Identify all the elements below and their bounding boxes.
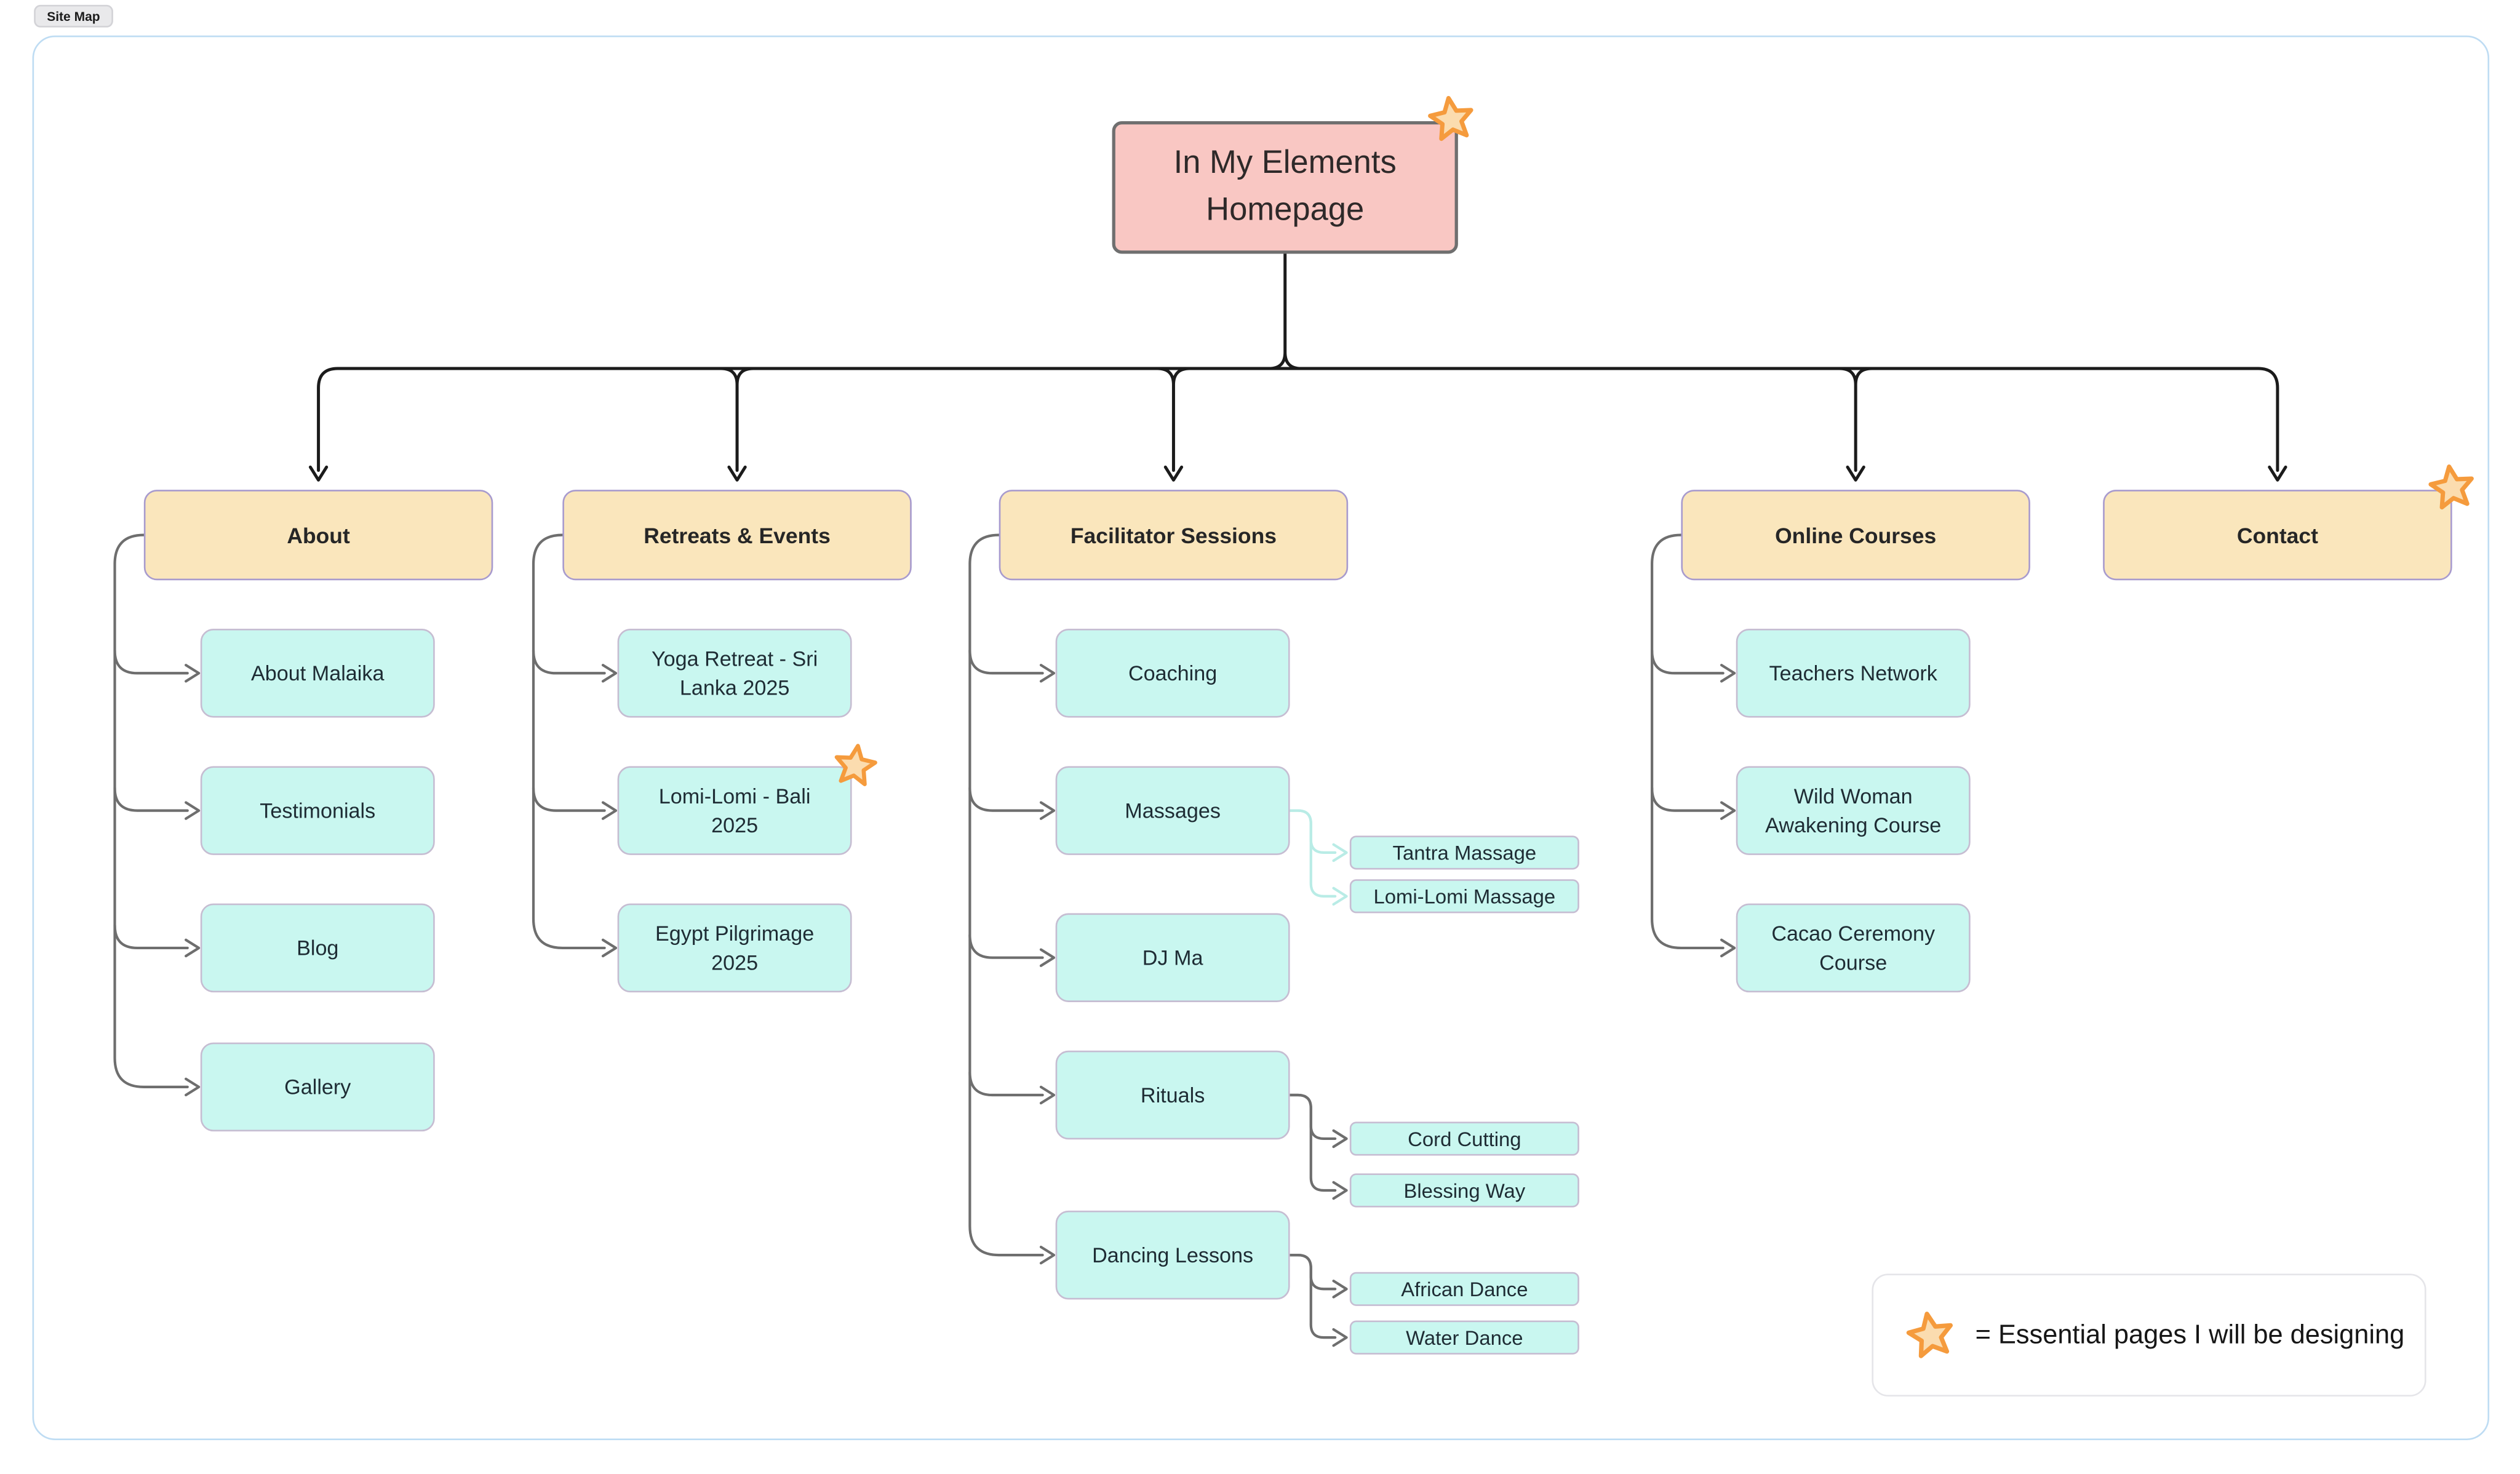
node-label: Gallery [284,1074,351,1099]
site-map-tab-label: Site Map [47,9,100,24]
node-lomi-lomi-massage[interactable]: Lomi-Lomi Massage [1349,879,1579,914]
node-label: DJ Ma [1142,945,1203,970]
node-label: Yoga Retreat - Sri Lanka 2025 [651,646,818,699]
essential-star-icon[interactable] [826,737,884,795]
node-label: Dancing Lessons [1092,1242,1254,1267]
essential-star-icon [1906,1310,1953,1358]
diagram-frame [32,35,2490,1440]
node-label: About Malaika [251,660,385,685]
node-cacao-ceremony-course[interactable]: Cacao Ceremony Course [1736,903,1971,993]
node-massages[interactable]: Massages [1055,766,1290,855]
node-testimonials[interactable]: Testimonials [200,766,435,855]
node-egypt-pilgrimage-2025[interactable]: Egypt Pilgrimage 2025 [617,903,852,993]
node-tantra-massage[interactable]: Tantra Massage [1349,835,1579,870]
node-gallery[interactable]: Gallery [200,1042,435,1132]
essential-star-icon[interactable] [2421,457,2483,519]
node-about[interactable]: About [143,490,493,581]
node-label: Massages [1125,798,1221,823]
node-label: Blog [297,935,339,960]
node-label: Blessing Way [1403,1179,1526,1202]
node-label: African Dance [1401,1277,1528,1301]
node-label: Facilitator Sessions [1070,522,1277,548]
node-teachers-network[interactable]: Teachers Network [1736,629,1971,718]
node-label: Cacao Ceremony Course [1771,921,1936,974]
node-label: Tantra Massage [1392,841,1537,864]
node-yoga-retreat-sri-lanka-2025[interactable]: Yoga Retreat - Sri Lanka 2025 [617,629,852,718]
node-label: Testimonials [260,798,376,823]
node-about-malaika[interactable]: About Malaika [200,629,435,718]
node-label: In My Elements Homepage [1173,145,1397,228]
node-homepage[interactable]: In My Elements Homepage [1112,121,1458,254]
node-label: Cord Cutting [1408,1127,1521,1150]
node-dj-ma[interactable]: DJ Ma [1055,913,1290,1002]
node-online-courses[interactable]: Online Courses [1681,490,2030,581]
node-label: Retreats & Events [644,522,831,548]
node-retreats-events[interactable]: Retreats & Events [562,490,912,581]
node-blessing-way[interactable]: Blessing Way [1349,1173,1579,1208]
node-rituals[interactable]: Rituals [1055,1050,1290,1140]
node-label: Teachers Network [1769,660,1937,685]
node-label: Lomi-Lomi Massage [1373,885,1556,908]
node-wild-woman-awakening-course[interactable]: Wild Woman Awakening Course [1736,766,1971,855]
node-label: Online Courses [1775,522,1937,548]
node-facilitator-sessions[interactable]: Facilitator Sessions [999,490,1349,581]
node-label: Rituals [1140,1082,1205,1107]
node-blog[interactable]: Blog [200,903,435,993]
legend-text: = Essential pages I will be designing [1975,1320,2405,1349]
node-contact[interactable]: Contact [2103,490,2452,581]
node-label: Contact [2236,522,2318,548]
node-label: Lomi-Lomi - Bali 2025 [658,784,811,837]
node-label: Egypt Pilgrimage 2025 [655,921,815,974]
node-label: Coaching [1128,660,1218,685]
site-map-tab[interactable]: Site Map [34,4,113,28]
node-label: Water Dance [1406,1326,1523,1349]
legend-card[interactable]: = Essential pages I will be designing [1872,1273,2426,1397]
node-african-dance[interactable]: African Dance [1349,1272,1579,1306]
node-coaching[interactable]: Coaching [1055,629,1290,718]
essential-star-icon[interactable] [1421,89,1483,151]
node-lomi-lomi-bali-2025[interactable]: Lomi-Lomi - Bali 2025 [617,766,852,855]
node-dancing-lessons[interactable]: Dancing Lessons [1055,1210,1290,1300]
node-water-dance[interactable]: Water Dance [1349,1320,1579,1355]
node-cord-cutting[interactable]: Cord Cutting [1349,1121,1579,1156]
node-label: About [287,522,350,548]
node-label: Wild Woman Awakening Course [1765,784,1942,837]
